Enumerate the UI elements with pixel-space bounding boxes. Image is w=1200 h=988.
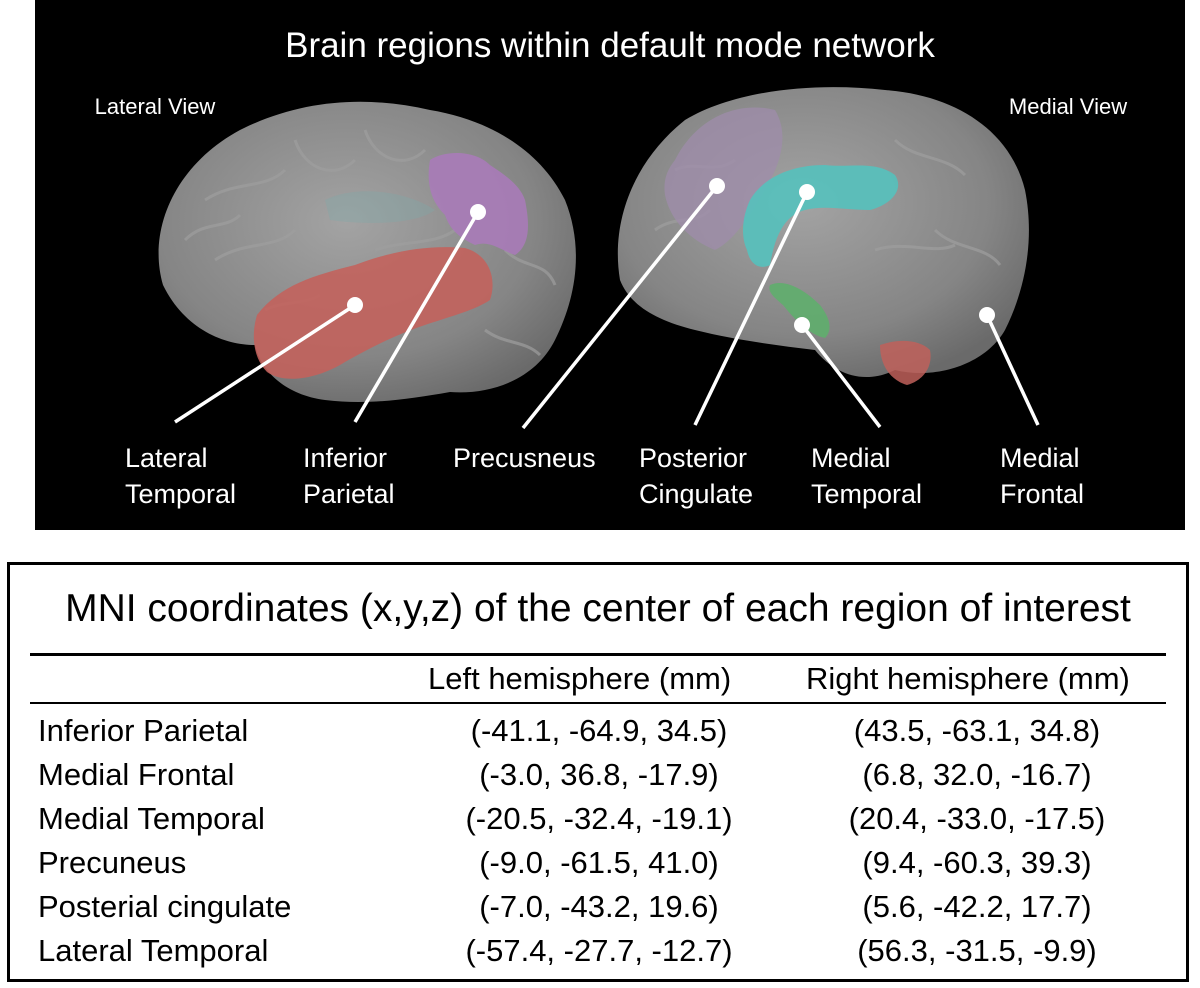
- lateral-sylvian-tint: [325, 191, 435, 223]
- medial-temporal-pointer: [800, 323, 882, 429]
- label-precuneus: Precusneus: [453, 443, 596, 473]
- table-row: Precuneus (-9.0, -61.5, 41.0) (9.4, -60.…: [10, 845, 1186, 889]
- lateral-temporal-dot: [347, 297, 363, 313]
- left-coordinates: (-20.5, -32.4, -19.1): [465, 801, 733, 836]
- right-coordinates: (5.6, -42.2, 17.7): [862, 889, 1092, 924]
- mni-coordinates-table: MNI coordinates (x,y,z) of the center of…: [7, 562, 1189, 982]
- left-coordinates: (-7.0, -43.2, 19.6): [479, 889, 719, 924]
- inferior-parietal-pointer: [353, 211, 480, 423]
- medial-frontal-pointer: [985, 314, 1040, 426]
- right-coordinates: (6.8, 32.0, -16.7): [862, 757, 1092, 792]
- brain-figure-svg: Brain regions within default mode networ…: [95, 26, 1128, 509]
- posterior-cingulate-pointer: [693, 191, 809, 426]
- left-coordinates: (-41.1, -64.9, 34.5): [470, 713, 728, 748]
- header-left-hemisphere: Left hemisphere (mm): [428, 661, 732, 696]
- table-row: Inferior Parietal (-41.1, -64.9, 34.5) (…: [10, 713, 1186, 757]
- precuneus-dot: [709, 178, 725, 194]
- medial-temporal-region: [769, 282, 830, 338]
- table-row: Medial Frontal (-3.0, 36.8, -17.9) (6.8,…: [10, 757, 1186, 801]
- right-coordinates: (9.4, -60.3, 39.3): [862, 845, 1092, 880]
- label-lateral-temporal: Lateral Temporal: [125, 443, 236, 509]
- precuneus-pointer: [521, 184, 719, 430]
- region-name: Medial Temporal: [38, 801, 265, 836]
- header-right-hemisphere: Right hemisphere (mm): [806, 661, 1130, 696]
- lateral-view-label: Lateral View: [95, 94, 216, 119]
- table-header-rule: [30, 702, 1166, 704]
- region-name: Lateral Temporal: [38, 933, 269, 968]
- table-row: Lateral Temporal (-57.4, -27.7, -12.7) (…: [10, 933, 1186, 977]
- left-coordinates: (-3.0, 36.8, -17.9): [479, 757, 719, 792]
- region-name: Posterial cingulate: [38, 889, 292, 924]
- lateral-temporal-pointer: [174, 303, 356, 424]
- medial-frontal-dot: [979, 307, 995, 323]
- region-name: Inferior Parietal: [38, 713, 249, 748]
- table-row: Medial Temporal (-20.5, -32.4, -19.1) (2…: [10, 801, 1186, 845]
- table-row: Posterial cingulate (-7.0, -43.2, 19.6) …: [10, 889, 1186, 933]
- right-coordinates: (43.5, -63.1, 34.8): [853, 713, 1101, 748]
- medial-frontal-region: [880, 340, 931, 385]
- table-title: MNI coordinates (x,y,z) of the center of…: [65, 587, 1131, 630]
- label-medial-temporal: Medial Temporal: [811, 443, 922, 509]
- label-posterior-cingulate: Posterior Cingulate: [639, 443, 755, 509]
- figure-title: Brain regions within default mode networ…: [285, 26, 935, 65]
- lateral-brain: [158, 101, 576, 424]
- right-coordinates: (56.3, -31.5, -9.9): [857, 933, 1097, 968]
- medial-temporal-dot: [794, 317, 810, 333]
- label-inferior-parietal: Inferior Parietal: [303, 443, 395, 509]
- left-coordinates: (-57.4, -27.7, -12.7): [465, 933, 733, 968]
- right-coordinates: (20.4, -33.0, -17.5): [848, 801, 1106, 836]
- label-medial-frontal: Medial Frontal: [1000, 443, 1087, 509]
- posterior-cingulate-region: [743, 165, 899, 267]
- medial-brain: [521, 87, 1040, 430]
- lateral-temporal-region: [253, 247, 493, 379]
- region-name: Precuneus: [38, 845, 187, 880]
- medial-view-label: Medial View: [1009, 94, 1127, 119]
- posterior-cingulate-dot: [799, 184, 815, 200]
- region-name: Medial Frontal: [38, 757, 235, 792]
- table-top-rule: [30, 653, 1166, 656]
- left-coordinates: (-9.0, -61.5, 41.0): [479, 845, 719, 880]
- brain-figure-panel: Brain regions within default mode networ…: [35, 0, 1185, 530]
- inferior-parietal-dot: [470, 204, 486, 220]
